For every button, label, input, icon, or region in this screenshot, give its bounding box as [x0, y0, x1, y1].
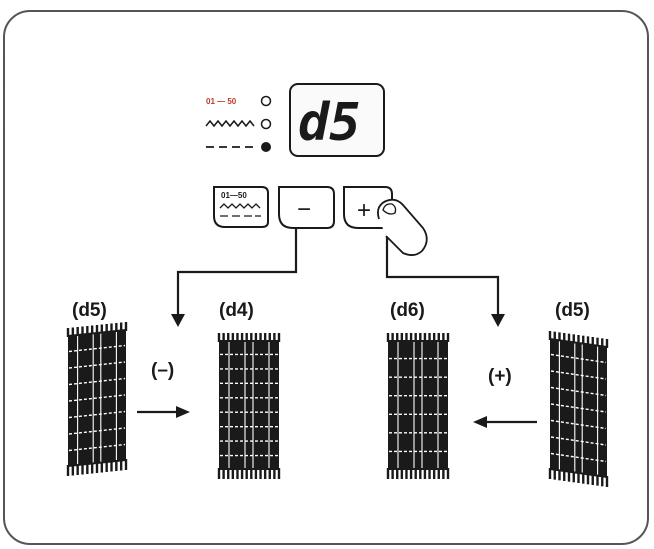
- stitch-row: [68, 344, 126, 353]
- plus-button-label: +: [357, 197, 371, 224]
- swatch-body: [219, 340, 279, 470]
- stitch-sample-left-d5: [66, 322, 128, 476]
- stitch-row: [550, 436, 607, 446]
- left-arrow-icon: [473, 416, 537, 428]
- swatch-body: [68, 329, 126, 467]
- stitch-row: [550, 386, 607, 397]
- straight-indicator-lamp: [261, 142, 271, 152]
- diagram-frame: [3, 10, 649, 545]
- zigzag-indicator-lamp: [260, 118, 272, 130]
- right-original-label: (d5): [555, 300, 590, 321]
- plus-result-label: (d6): [390, 300, 425, 321]
- stitch-sample-d6: [386, 333, 450, 479]
- stitch-row: [550, 353, 607, 364]
- stitch-row: [550, 370, 607, 380]
- stitch-row: [68, 443, 126, 452]
- stitch-row: [68, 361, 126, 369]
- lcd-display: d5: [289, 83, 385, 157]
- stitch-mode-button[interactable]: 01—50: [213, 186, 269, 228]
- stitch-row: [550, 403, 607, 413]
- stitch-row: [550, 452, 607, 463]
- stitch-row: [68, 427, 126, 435]
- minus-result-label: (d4): [219, 300, 254, 321]
- stitch-row: [68, 377, 126, 386]
- mode-range-label: 01—50: [221, 191, 247, 200]
- right-arrow-icon: [137, 406, 190, 418]
- minus-connector-arrow: [171, 229, 298, 327]
- swatch-body: [388, 340, 448, 470]
- plus-connector-arrow: [385, 237, 505, 327]
- stitch-sample-d4: [217, 333, 281, 479]
- lcd-value: d5: [298, 93, 361, 153]
- stitch-row: [68, 394, 126, 402]
- stitch-row: [550, 419, 607, 430]
- minus-button[interactable]: −: [278, 186, 335, 229]
- stitch-sample-right-d5: [548, 331, 609, 487]
- minus-button-label: −: [297, 196, 311, 223]
- stitch-row: [68, 410, 126, 419]
- minus-sign-label: (–): [151, 360, 174, 381]
- range-indicator-label: 01 — 50: [206, 97, 237, 106]
- left-original-label: (d5): [72, 300, 107, 321]
- indicator-panel: 01 — 50: [205, 95, 272, 152]
- mode-zigzag-icon: [219, 203, 261, 209]
- plus-sign-label: (+): [488, 366, 512, 387]
- fingernail-icon: [382, 203, 397, 215]
- zigzag-stitch-icon: [205, 119, 255, 128]
- range-indicator-lamp: [260, 95, 272, 107]
